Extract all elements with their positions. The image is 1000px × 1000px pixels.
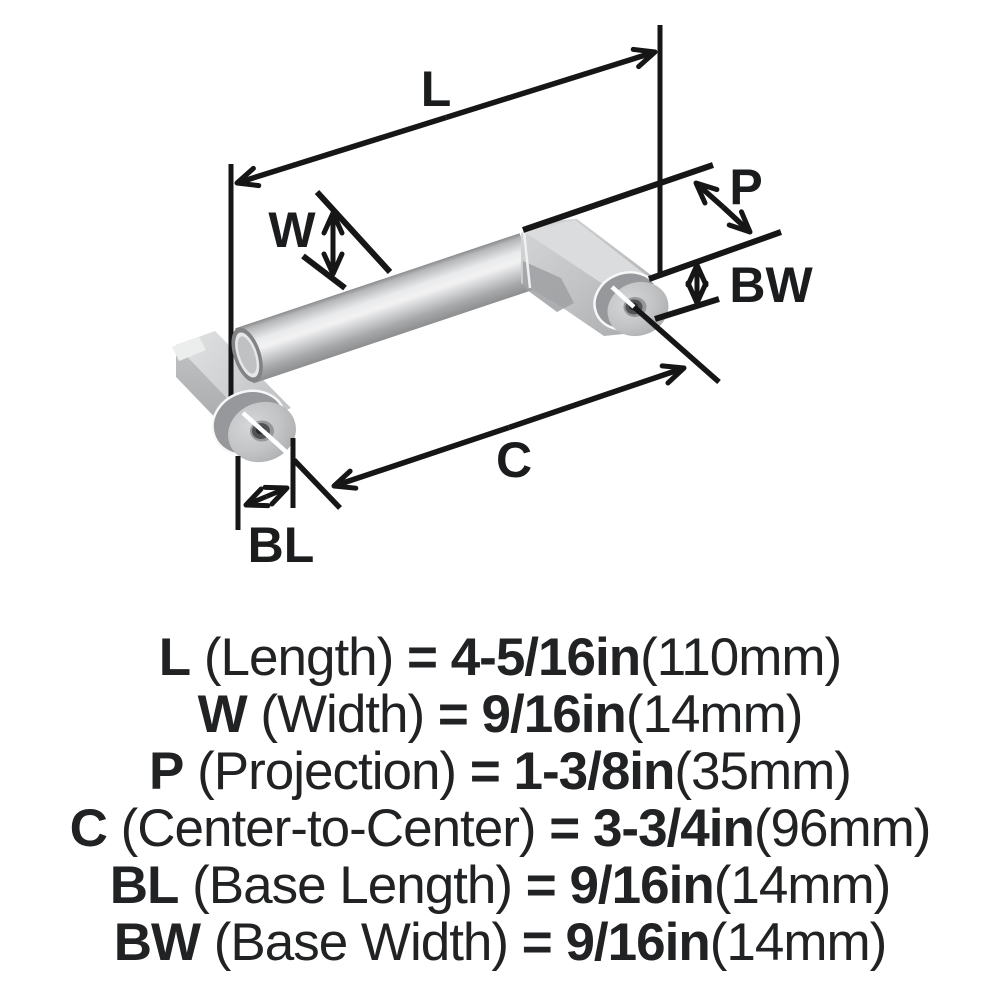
dimension-diagram: L W P BW xyxy=(172,25,813,573)
w-extension-line-upper xyxy=(314,189,393,275)
dim-L: L xyxy=(234,25,663,276)
dim-label-c: C xyxy=(496,432,532,488)
spec-name: (Length) xyxy=(190,628,408,687)
spec-metric: (14mm) xyxy=(625,685,804,744)
spec-abbr: W xyxy=(197,685,248,744)
dim-label-bw: BW xyxy=(729,257,813,313)
spec-row-projection: P (Projection) = 1-3/8in(35mm) xyxy=(149,742,852,801)
spec-name: (Base Length) xyxy=(178,856,526,915)
spec-list: L (Length) = 4-5/16in(110mm) W (Width) =… xyxy=(0,629,1000,971)
spec-name: (Projection) xyxy=(183,742,470,801)
dim-label-w: W xyxy=(268,202,316,258)
spec-abbr: BW xyxy=(113,913,201,972)
spec-abbr: BL xyxy=(109,856,180,915)
spec-name: (Center-to-Center) xyxy=(106,799,550,858)
w-extension-line-lower xyxy=(301,253,347,291)
spec-abbr: L xyxy=(158,628,191,687)
spec-value: = 4-5/16in xyxy=(407,628,641,687)
spec-metric: (96mm) xyxy=(753,799,932,858)
spec-name: (Base Width) xyxy=(200,913,522,972)
spec-value: = 9/16in xyxy=(521,913,711,972)
dim-label-bl: BL xyxy=(248,517,315,573)
bl-dimension-arrow xyxy=(243,486,271,509)
spec-value: = 9/16in xyxy=(525,856,715,915)
spec-row-center-to-center: C (Center-to-Center) = 3-3/4in(96mm) xyxy=(69,799,932,858)
spec-metric: (14mm) xyxy=(709,913,888,972)
l-dimension-arrow xyxy=(234,114,447,189)
spec-row-length: L (Length) = 4-5/16in(110mm) xyxy=(158,628,842,687)
spec-abbr: C xyxy=(69,799,108,858)
spec-row-width: W (Width) = 9/16in(14mm) xyxy=(197,685,804,744)
spec-value: = 1-3/8in xyxy=(469,742,676,801)
p-dimension-arrow xyxy=(693,180,725,210)
dim-label-l: L xyxy=(421,61,452,117)
spec-abbr: P xyxy=(149,742,184,801)
spec-row-base-length: BL (Base Length) = 9/16in(14mm) xyxy=(109,856,892,915)
spec-metric: (35mm) xyxy=(674,742,852,801)
screw-axis-lines xyxy=(241,285,721,510)
p-extension-line-lower xyxy=(647,229,783,282)
c-dimension-arrow xyxy=(331,424,510,491)
spec-row-base-width: BW (Base Width) = 9/16in(14mm) xyxy=(113,913,888,972)
p-extension-line-upper xyxy=(522,162,714,233)
dim-W: W xyxy=(268,189,393,291)
spec-value: = 9/16in xyxy=(437,685,627,744)
dim-BL: BL xyxy=(235,438,315,573)
dimension-annotations: L W P BW xyxy=(234,25,813,573)
handle-bar xyxy=(231,233,539,384)
dim-label-p: P xyxy=(729,159,762,215)
spec-value: = 3-3/4in xyxy=(549,799,755,858)
spec-name: (Width) xyxy=(246,685,438,744)
spec-metric: (14mm) xyxy=(713,856,892,915)
handle-illustration xyxy=(172,164,721,510)
dim-BW: BW xyxy=(654,257,813,322)
dim-C: C xyxy=(331,363,687,491)
dim-P: P xyxy=(522,159,783,282)
spec-metric: (110mm) xyxy=(640,628,842,687)
